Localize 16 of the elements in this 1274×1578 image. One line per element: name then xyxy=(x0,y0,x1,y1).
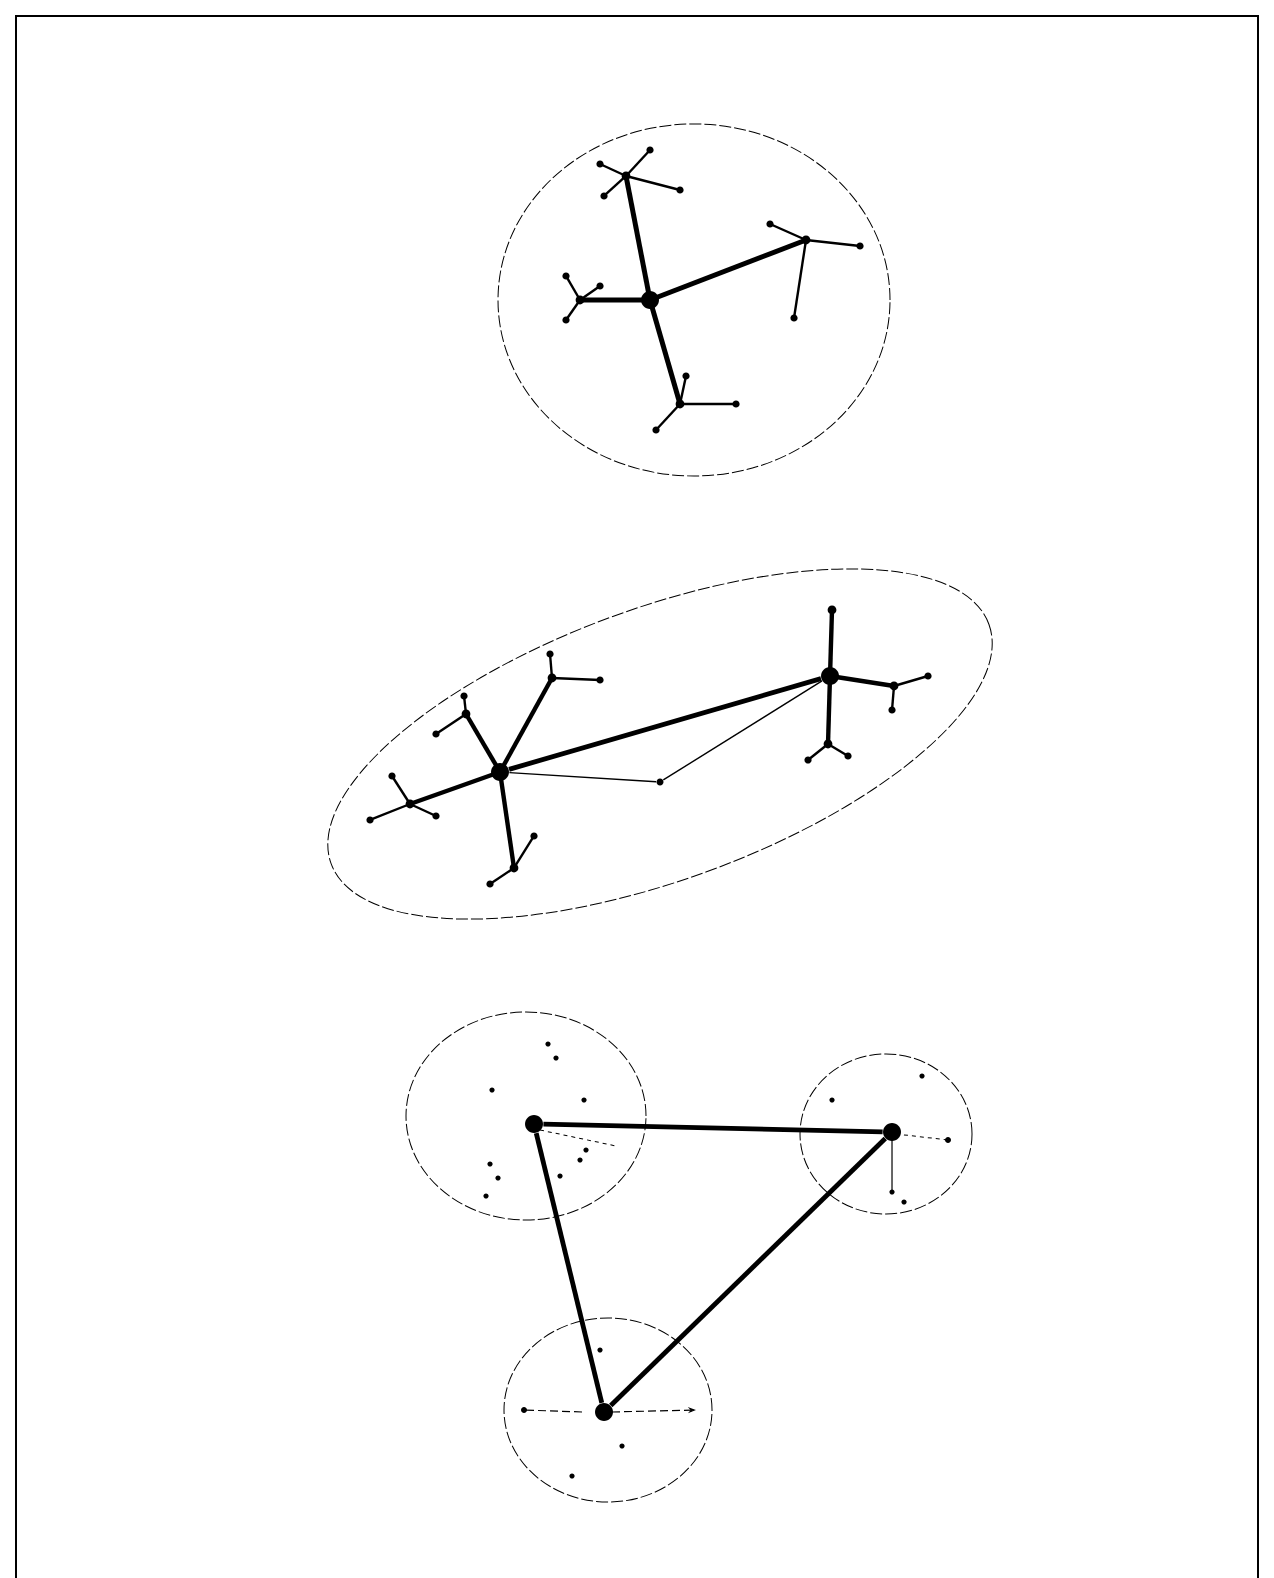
connector-line xyxy=(543,1121,883,1135)
hub-dot xyxy=(595,1403,613,1421)
hub-dot xyxy=(525,1115,543,1133)
hub-dot xyxy=(821,667,839,685)
cluster-outline xyxy=(327,568,993,920)
hub-dot xyxy=(883,1123,901,1141)
connector-line xyxy=(533,1132,605,1404)
cluster-outline xyxy=(799,1053,973,1215)
connector-line xyxy=(508,676,822,772)
hub-dot xyxy=(491,763,509,781)
connector-line xyxy=(662,680,823,781)
cluster-outline xyxy=(503,1317,713,1503)
cluster-outline xyxy=(497,123,891,477)
connector-line xyxy=(609,1136,887,1408)
cluster-outline xyxy=(405,1011,647,1221)
connector-line xyxy=(508,771,657,783)
